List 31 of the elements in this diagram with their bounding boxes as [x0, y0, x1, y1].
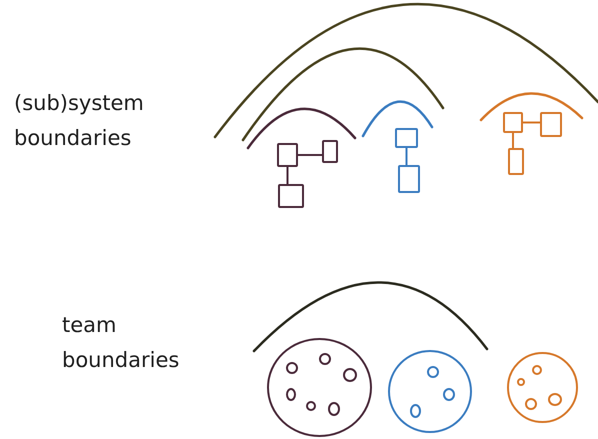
- member-circle: [532, 365, 542, 375]
- member-circle: [286, 388, 296, 401]
- team-circle: [267, 338, 372, 437]
- member-circle: [410, 404, 421, 418]
- member-circle: [427, 366, 439, 378]
- team-circle: [507, 352, 578, 423]
- component-box: [277, 143, 298, 167]
- team-circle: [388, 350, 472, 433]
- component-box: [322, 140, 338, 163]
- connector-line: [406, 148, 408, 165]
- member-circle: [548, 393, 562, 406]
- member-circle: [517, 378, 525, 386]
- component-box: [278, 184, 304, 208]
- member-circle: [319, 353, 331, 365]
- component-box: [508, 148, 524, 175]
- member-circle: [343, 368, 357, 382]
- member-circle: [443, 388, 455, 401]
- connector-line: [512, 133, 514, 148]
- member-circle: [286, 362, 298, 374]
- member-circle: [306, 401, 316, 411]
- connector-line: [286, 167, 288, 184]
- connector-line: [523, 122, 540, 124]
- boundary-label: (sub)system boundaries: [14, 90, 145, 152]
- member-circle: [328, 402, 340, 416]
- connector-line: [298, 154, 322, 156]
- component-box: [540, 112, 562, 137]
- member-circle: [525, 398, 537, 410]
- component-box: [395, 128, 418, 148]
- component-box: [398, 165, 420, 193]
- boundary-label: team boundaries: [62, 312, 180, 374]
- component-box: [503, 112, 523, 133]
